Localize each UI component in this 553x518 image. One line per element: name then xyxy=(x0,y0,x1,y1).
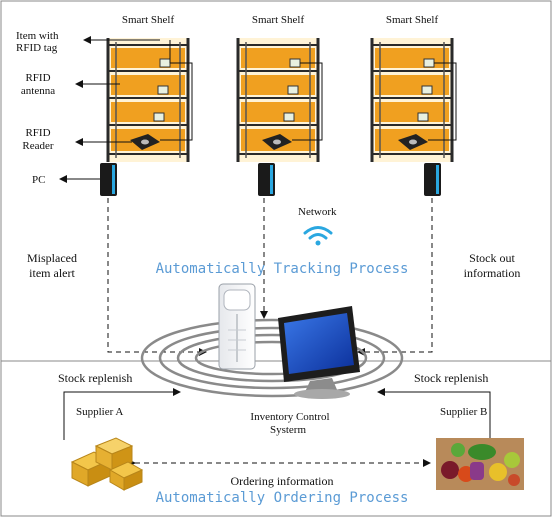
inventory-system-line2: Systerm xyxy=(269,424,307,436)
stock-out-line2: information xyxy=(463,266,521,280)
shelf-1-title: Smart Shelf xyxy=(121,14,175,26)
misplaced-alert-line1: Misplaced xyxy=(27,251,77,265)
ordering-panel xyxy=(0,360,552,517)
pc-label: PC xyxy=(32,174,46,186)
supplier-b-label: Supplier B xyxy=(440,406,488,418)
misplaced-alert-line2: item alert xyxy=(29,266,75,280)
server-icon xyxy=(218,283,256,370)
smart-shelf-2 xyxy=(236,38,323,162)
ordering-process-title: Automatically Ordering Process xyxy=(155,490,409,506)
item-tag-label-line2: RFID tag xyxy=(16,42,58,54)
network-label: Network xyxy=(298,206,337,218)
stock-replenish-right: Stock replenish xyxy=(414,371,489,385)
network-links xyxy=(107,198,433,356)
stock-replenish-left: Stock replenish xyxy=(58,371,133,385)
label-pointers xyxy=(59,36,171,183)
smart-shelf-1 xyxy=(106,38,193,162)
supplier-a-boxes xyxy=(70,437,144,491)
network-rings xyxy=(140,318,404,398)
ordering-info-label: Ordering information xyxy=(230,474,334,488)
tracking-process-title: Automatically Tracking Process xyxy=(155,261,409,277)
supplier-a-label: Supplier A xyxy=(76,406,124,418)
reader-label-line1: RFID xyxy=(25,127,51,139)
monitor-icon xyxy=(278,306,360,399)
pc-tower-3 xyxy=(424,163,441,196)
reader-label-line2: Reader xyxy=(22,140,54,152)
shelf-3-title: Smart Shelf xyxy=(385,14,439,26)
pc-tower-2 xyxy=(258,163,275,196)
supplier-b-produce xyxy=(436,438,524,490)
replenish-arrows xyxy=(63,388,491,440)
antenna-label-line1: RFID xyxy=(25,72,51,84)
pc-tower-1 xyxy=(100,163,117,196)
inventory-system-line1: Inventory Control xyxy=(250,411,330,423)
stock-out-line1: Stock out xyxy=(469,251,515,265)
wifi-icon xyxy=(303,226,333,246)
smart-shelf-3 xyxy=(370,38,457,162)
shelf-2-title: Smart Shelf xyxy=(251,14,305,26)
antenna-label-line2: antenna xyxy=(20,85,56,97)
item-tag-label-line1: Item with xyxy=(16,30,59,42)
